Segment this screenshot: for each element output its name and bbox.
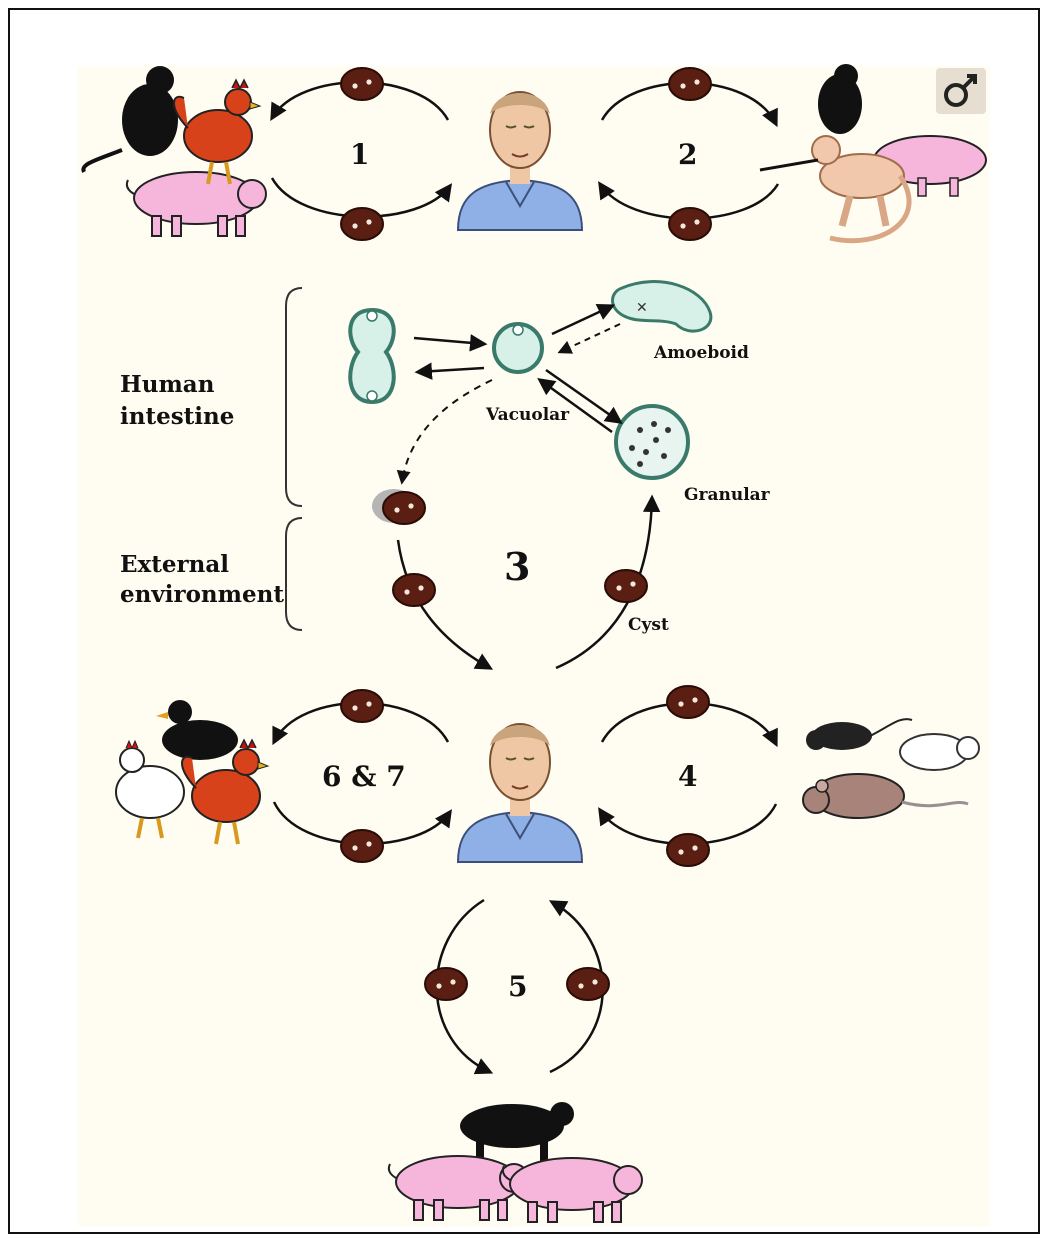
monkey-icon [83, 66, 178, 172]
cyst-icon [667, 834, 709, 866]
cyst-icon [567, 968, 609, 1000]
encysting-stage [372, 489, 425, 524]
cycle-5-number: 5 [508, 970, 527, 1003]
granular-stage [616, 406, 688, 478]
cycle-4-number: 4 [678, 760, 697, 793]
svg-text:✕: ✕ [636, 300, 648, 316]
male-symbol-icon [946, 76, 975, 105]
external-environment-label-1: External [120, 551, 229, 578]
granular-label: Granular [684, 485, 771, 505]
human-intestine-label-1: Human [120, 371, 215, 398]
cyst-icon [341, 208, 383, 240]
cyst-icon [669, 208, 711, 240]
cyst-icon [667, 686, 709, 718]
human-icon [458, 724, 582, 862]
rat-icon [803, 774, 968, 818]
vacuolar-stage [494, 324, 542, 372]
black-pig-icon [460, 1102, 574, 1162]
rooster-icon [116, 741, 184, 838]
amoeboid-label: Amoeboid [653, 343, 749, 363]
region-brackets [286, 288, 302, 630]
cyst-icon [341, 68, 383, 100]
cyst-icon [341, 690, 383, 722]
external-environment-label-2: environment [120, 581, 284, 608]
cyst-icon [669, 68, 711, 100]
cyst-icon [425, 968, 467, 1000]
binary-fission-stage [350, 310, 393, 402]
rat-icon [806, 719, 912, 750]
cycle-6-7-animals [116, 700, 268, 844]
human-icon [458, 92, 582, 230]
pig-icon [127, 172, 266, 236]
cyst-icon [605, 570, 647, 602]
cyst-icon [393, 574, 435, 606]
cycle-2-number: 2 [678, 138, 697, 171]
rooster-icon [174, 80, 260, 184]
cyst-label: Cyst [628, 615, 669, 635]
vacuolar-label: Vacuolar [485, 405, 570, 425]
monkey-icon [818, 64, 862, 134]
rat-icon [900, 734, 979, 770]
pig-icon [389, 1156, 528, 1220]
cycle-5-animals [389, 1102, 642, 1222]
cycle-4-animals [803, 719, 979, 818]
cycle-3-number: 3 [504, 544, 530, 589]
amoeboid-stage: ✕ [613, 282, 711, 332]
cycle-6-7-number: 6 & 7 [322, 760, 406, 793]
cyst-icon [341, 830, 383, 862]
pig-icon [503, 1158, 642, 1222]
cycle-1-number: 1 [350, 138, 369, 171]
cycle-1-animals [83, 66, 266, 236]
human-intestine-label-2: intestine [120, 403, 234, 430]
cycle-2-animals [760, 64, 986, 241]
duck-icon [156, 700, 238, 760]
